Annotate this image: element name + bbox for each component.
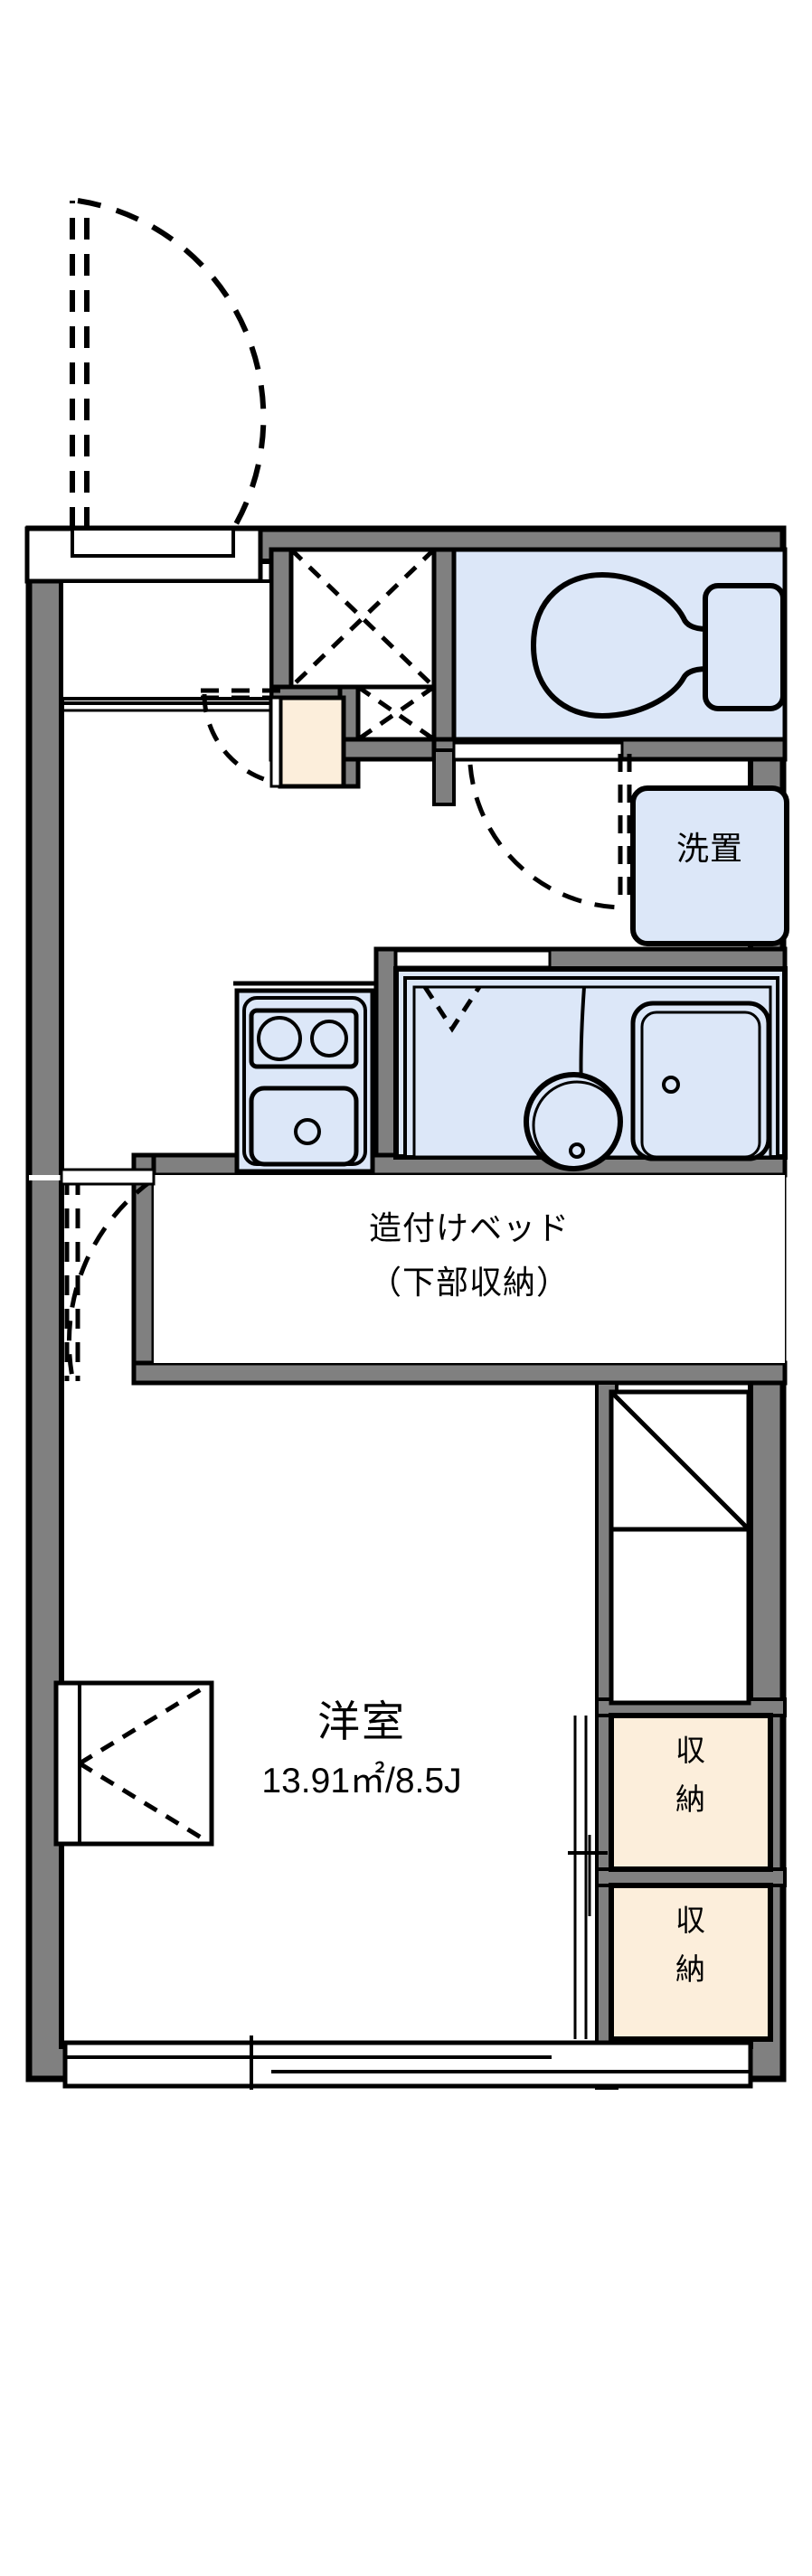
- closet-lower: [609, 1883, 773, 2042]
- washing-machine-icon: [630, 785, 789, 946]
- closet-upper-label-line1: 収: [675, 1734, 706, 1767]
- built-in-bed-label-line1: 造付けベッド: [368, 1209, 570, 1246]
- toilet-room: [451, 547, 788, 742]
- laundry-space: [630, 785, 789, 946]
- closet-upper-label-line2: 納: [675, 1782, 706, 1816]
- loft-access: [609, 1389, 751, 1706]
- shoe-cabinet: [278, 695, 346, 789]
- built-in-bed-label-line2: （下部収納）: [368, 1264, 570, 1301]
- closet-lower-label-line1: 収: [675, 1904, 706, 1937]
- kitchen-unit: [233, 981, 376, 1174]
- built-in-bed-area: [154, 1175, 785, 1363]
- toilet-door[interactable]: [452, 741, 632, 910]
- window-bottom[interactable]: [62, 2035, 753, 2090]
- window-left-upper[interactable]: [29, 1168, 156, 1381]
- closet-sliding-doors[interactable]: [568, 1716, 608, 2039]
- room-name-label: 洋室: [317, 1697, 406, 1745]
- closet-upper: [609, 1713, 773, 1872]
- toilet-tank-icon: [703, 583, 786, 711]
- window-left-lower[interactable]: [53, 1680, 214, 1847]
- entrance-inner-door[interactable]: [201, 688, 282, 788]
- hall-closet: [288, 547, 437, 742]
- bath-room: [393, 949, 788, 1171]
- laundry-label: 洗置: [675, 830, 743, 867]
- front-door[interactable]: [70, 198, 267, 558]
- closet-lower-label-line2: 納: [675, 1952, 706, 1986]
- room-area-label: 13.91㎡/8.5J: [261, 1762, 462, 1800]
- entrance-area: [60, 579, 273, 712]
